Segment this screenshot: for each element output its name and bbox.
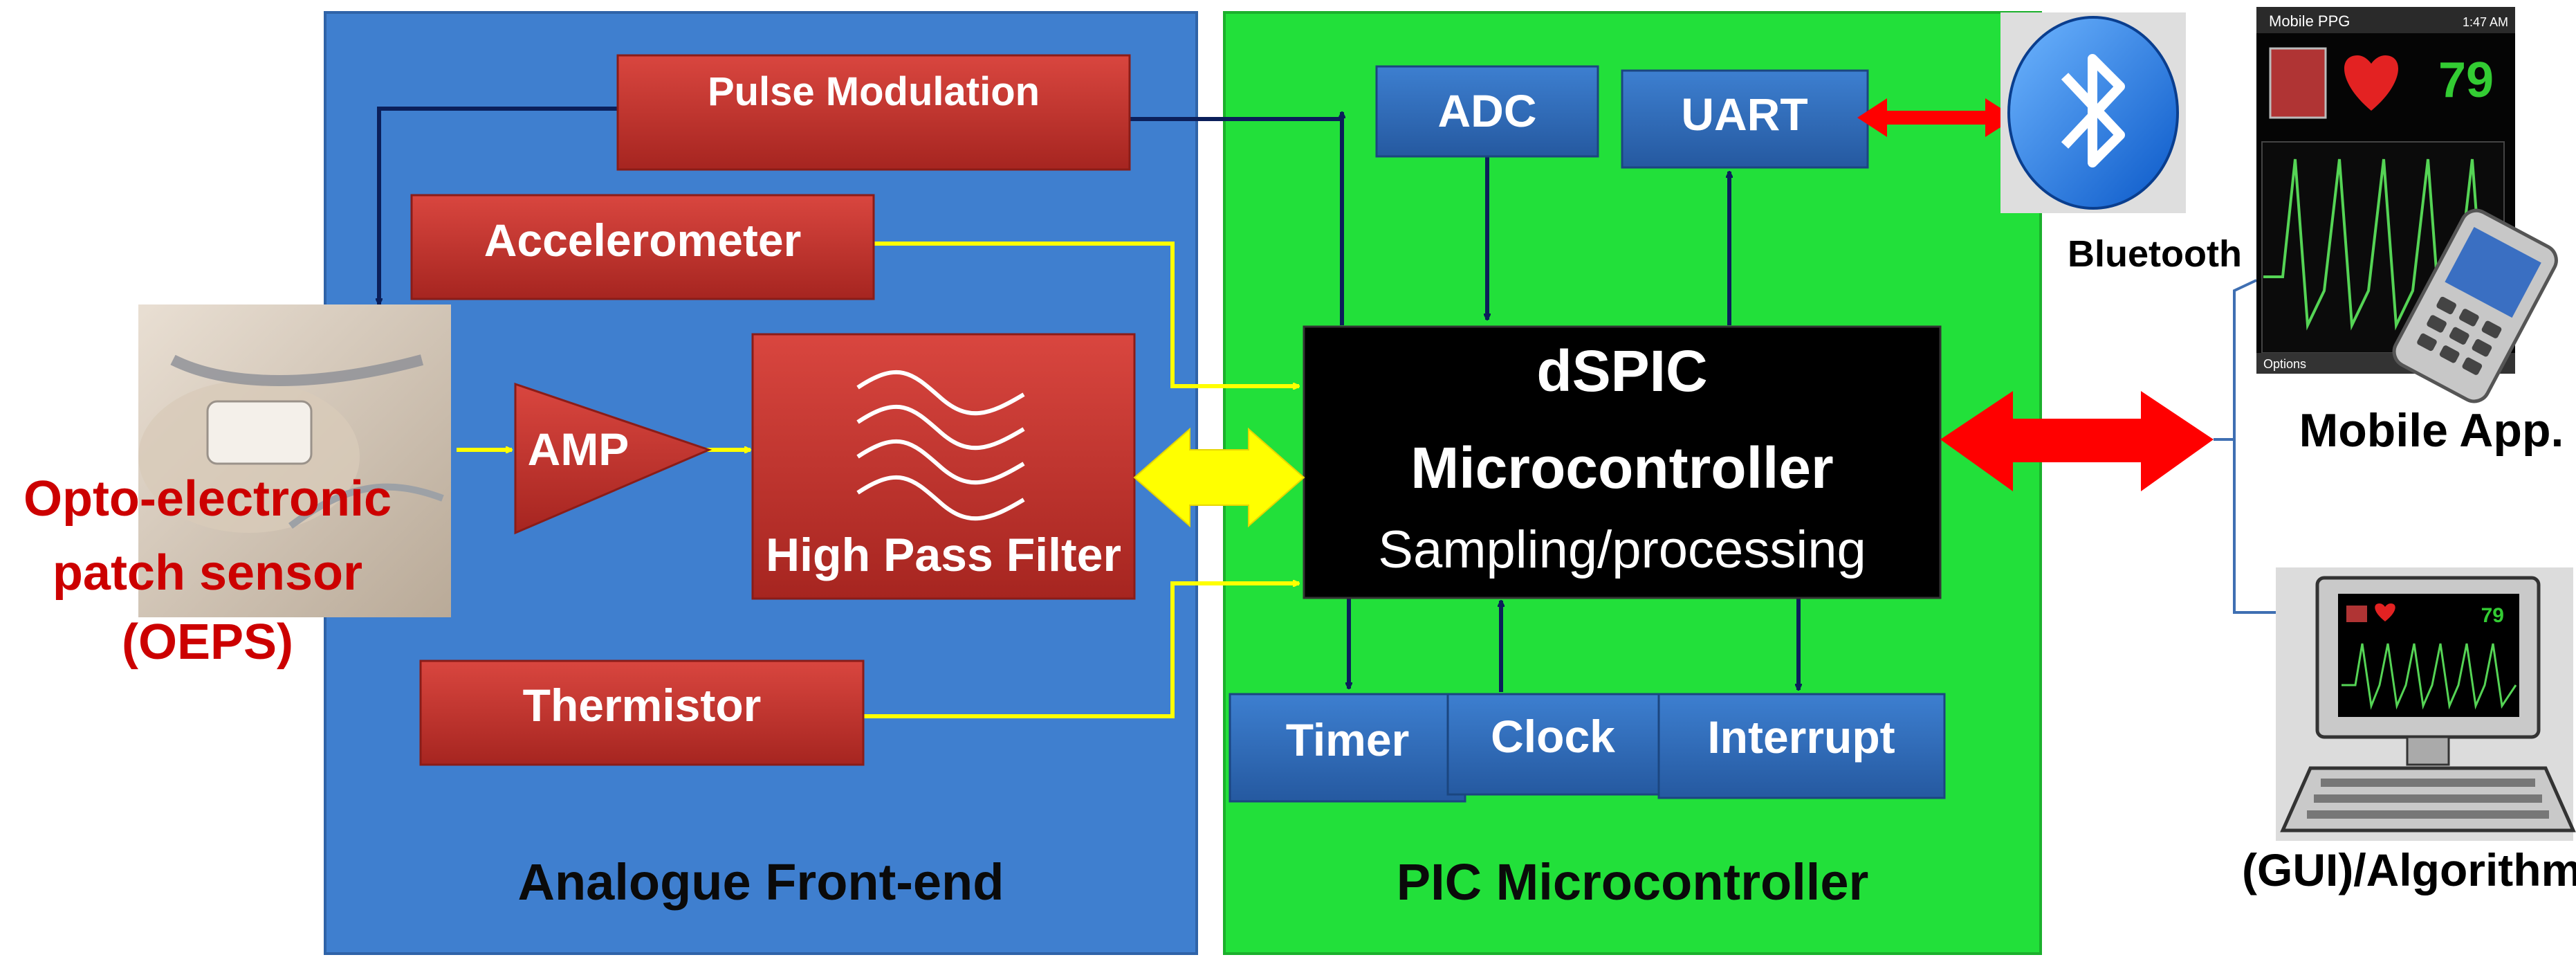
monitor-heart-rate-value: 79 — [2481, 604, 2504, 627]
uart-label: UART — [1681, 89, 1807, 140]
accelerometer-block: Accelerometer — [410, 194, 875, 300]
interrupt-label: Interrupt — [1707, 711, 1895, 763]
accelerometer-label: Accelerometer — [484, 215, 802, 266]
wire-thermistor-to-core — [861, 583, 1299, 718]
mobile-app-label: Mobile App. — [2299, 404, 2564, 457]
adc-label: ADC — [1438, 85, 1537, 136]
clock-block: Clock — [1446, 693, 1660, 796]
timer-block: Timer — [1229, 693, 1466, 803]
mobile-phone-icon — [2392, 208, 2558, 403]
amplifier-block: AMP — [514, 382, 712, 535]
wire-accelerometer-to-core — [872, 242, 1299, 386]
navy-connections — [379, 107, 1798, 692]
oeps-sensor-label: Opto-electronic patch sensor (OEPS) — [24, 471, 392, 670]
computer-monitor-icon: 79 — [2276, 567, 2576, 841]
clock-label: Clock — [1491, 711, 1615, 762]
core-subtitle: Sampling/processing — [1378, 520, 1866, 579]
uart-block: UART — [1621, 69, 1869, 169]
bluetooth-label: Bluetooth — [2068, 233, 2242, 275]
bluetooth-icon — [2061, 54, 2125, 167]
interrupt-block: Interrupt — [1657, 693, 1946, 799]
core-title-line1: dSPIC — [1536, 338, 1707, 403]
heart-rate-value: 79 — [2438, 53, 2494, 108]
pic-panel-label: PIC Microcontroller — [1397, 853, 1869, 911]
phone-time: 1:47 AM — [2463, 15, 2508, 29]
analogue-panel-label: Analogue Front-end — [518, 853, 1004, 911]
sensor-label-line3: (OEPS) — [122, 615, 293, 670]
high-pass-filter-label: High Pass Filter — [766, 529, 1121, 581]
high-pass-filter-block: High Pass Filter — [751, 333, 1136, 600]
gui-algorithms-label: (GUI)/Algorithms — [2242, 844, 2576, 895]
filter-core-double-arrow — [1133, 427, 1305, 528]
yellow-connections — [457, 242, 1299, 718]
timer-label: Timer — [1286, 714, 1410, 765]
heart-icon — [2344, 55, 2398, 111]
pulse-modulation-block: Pulse Modulation — [616, 54, 1131, 171]
thermistor-block: Thermistor — [419, 660, 865, 766]
thermistor-label: Thermistor — [523, 680, 762, 731]
sensor-label-line2: patch sensor — [53, 545, 362, 601]
core-title-line2: Microcontroller — [1410, 435, 1833, 500]
filter-curves-icon — [856, 370, 1025, 521]
external-bracket — [2214, 279, 2276, 614]
adc-block: ADC — [1375, 65, 1599, 158]
dspic-core-block: dSPIC Microcontroller Sampling/processin… — [1303, 325, 1942, 599]
bluetooth-module: Bluetooth — [2000, 12, 2242, 275]
amp-label: AMP — [528, 424, 629, 475]
core-external-double-arrow — [1940, 391, 2214, 491]
pulse-modulation-label: Pulse Modulation — [708, 69, 1040, 114]
phone-title: Mobile PPG — [2269, 12, 2350, 30]
oeps-sensor-photo — [138, 304, 451, 617]
uart-bluetooth-double-arrow — [1857, 98, 2016, 137]
sensor-label-line1: Opto-electronic — [24, 471, 392, 527]
phone-options: Options — [2263, 357, 2306, 371]
wire-pulse-to-sensor — [379, 107, 619, 304]
